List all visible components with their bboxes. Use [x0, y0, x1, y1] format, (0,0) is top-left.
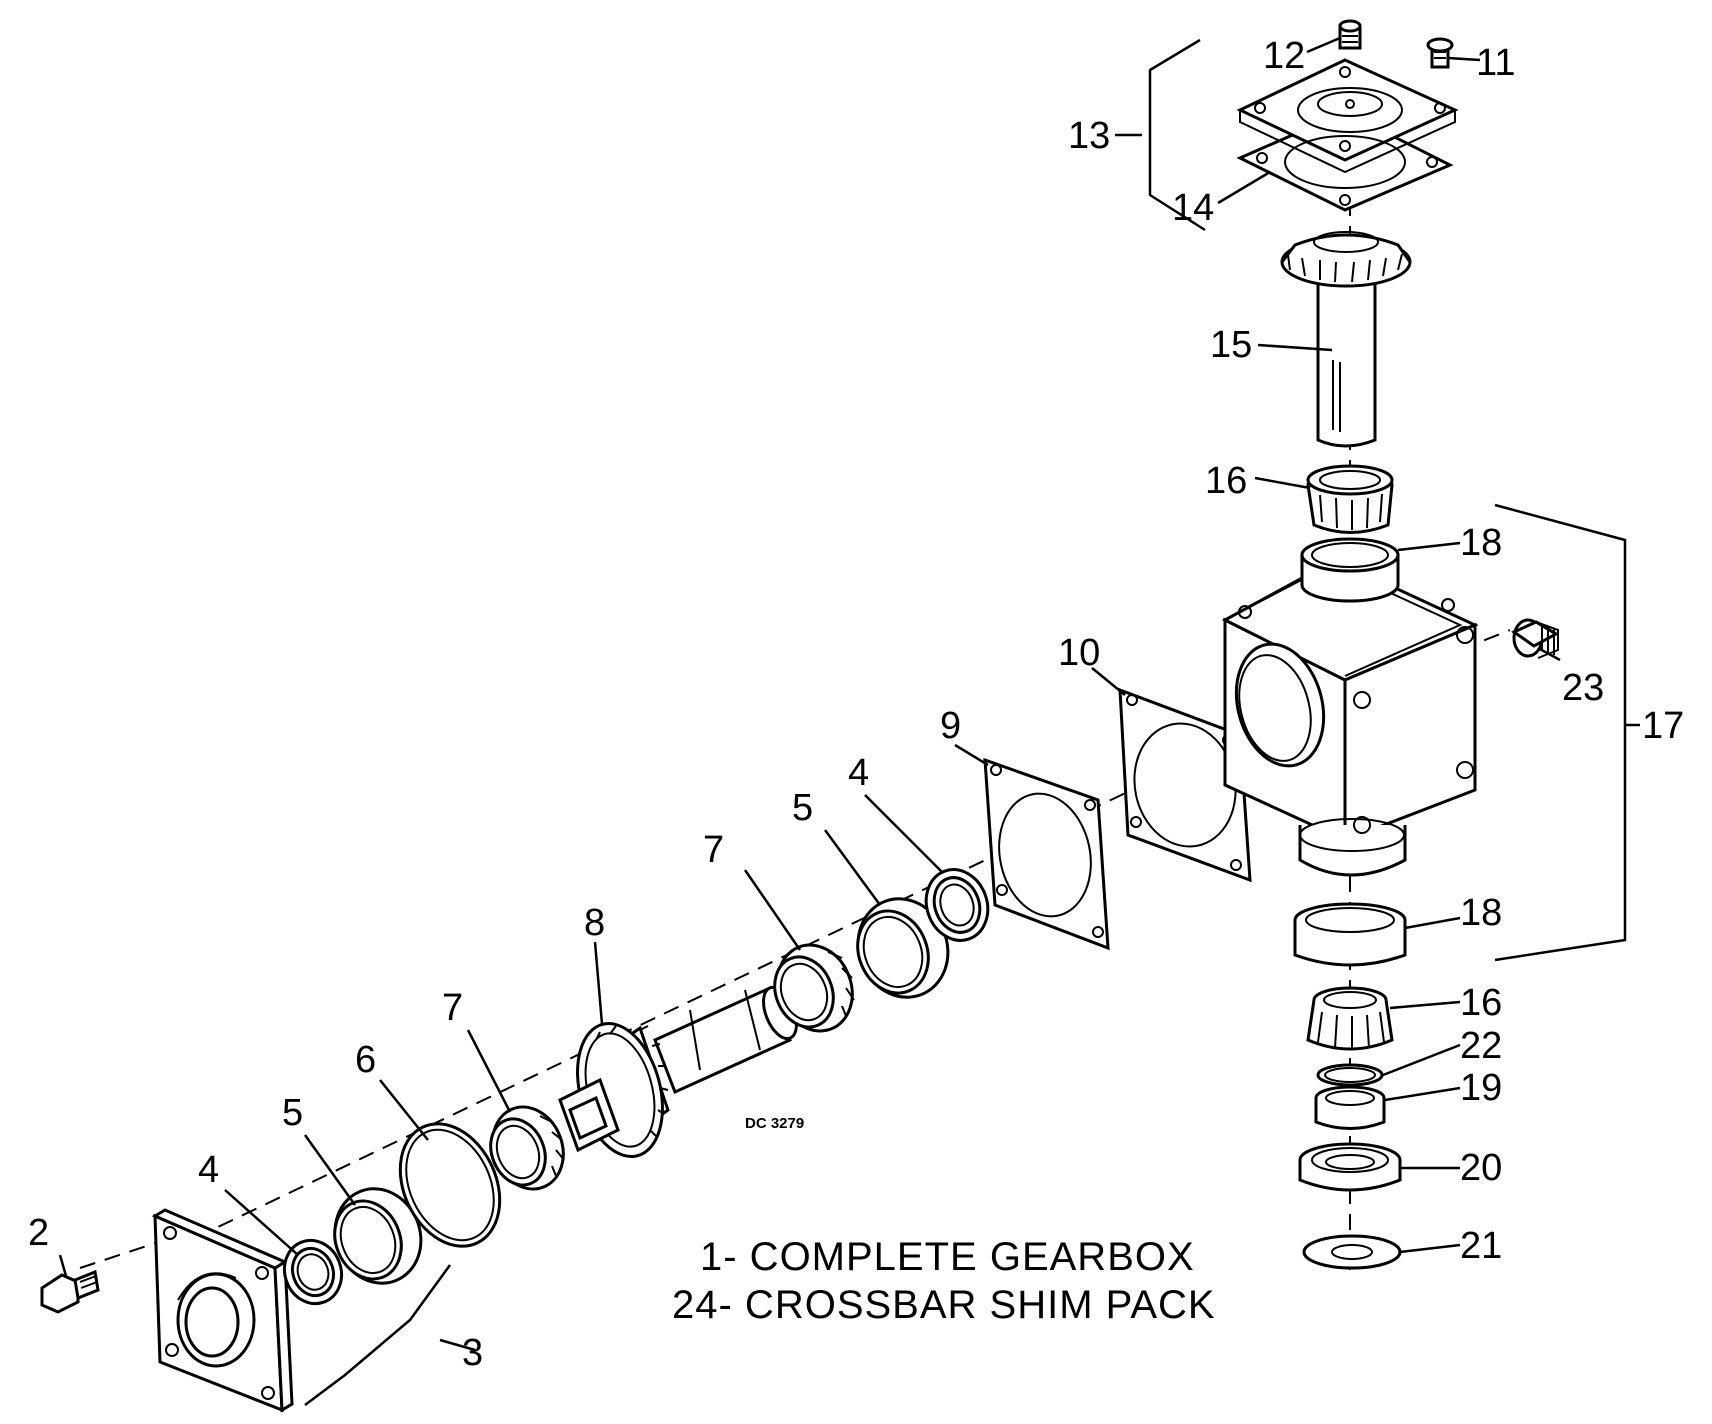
- callout-23: 23: [1562, 667, 1604, 709]
- callout-22: 22: [1460, 1025, 1502, 1067]
- plate-part-10: [1118, 687, 1252, 883]
- callout-17: 17: [1642, 705, 1684, 747]
- callout-4-left: 4: [198, 1149, 219, 1191]
- drawing-id: DC 3279: [745, 1115, 804, 1132]
- top-gasket-part-14: [1256, 135, 1438, 206]
- snap-ring-part-22: [1316, 1063, 1384, 1087]
- caption-line-2: 24- CROSSBAR SHIM PACK: [672, 1283, 1216, 1327]
- callout-5-right: 5: [792, 787, 813, 829]
- caption-line-1: 1- COMPLETE GEARBOX: [700, 1235, 1195, 1279]
- callout-labels: 2 3 4 5 6 7 8 7 5 4 9 10 11 12 13 14 15 …: [28, 35, 1684, 1374]
- bevel-gear-shaft-part-8: [558, 985, 798, 1158]
- callout-11: 11: [1476, 42, 1515, 84]
- bracket-part-17: [1494, 503, 1627, 962]
- callout-6: 6: [355, 1039, 376, 1081]
- tapered-bearing-part-7-right: [773, 943, 855, 1033]
- tapered-bearing-part-16-bottom: [1306, 986, 1394, 1051]
- seal-part-4-right: [924, 868, 990, 942]
- callout-13: 13: [1068, 115, 1110, 157]
- pinion-shaft-part-15: [1280, 231, 1412, 448]
- seal-part-4-left: [283, 1238, 343, 1306]
- leader-lines: [58, 36, 1640, 1352]
- callout-3: 3: [462, 1332, 483, 1374]
- callout-16-bottom: 16: [1460, 982, 1502, 1024]
- callout-19: 19: [1460, 1067, 1502, 1109]
- top-cover-part-13: [1236, 58, 1459, 212]
- bracket-part-3: [304, 1264, 452, 1406]
- washer-part-21: [1302, 1234, 1402, 1270]
- callout-10: 10: [1058, 632, 1100, 674]
- callout-7-left: 7: [442, 987, 463, 1029]
- gearbox-housing-part-17: [1221, 537, 1479, 877]
- callout-7-right: 7: [703, 829, 724, 871]
- tapered-bearing-part-16-top: [1306, 464, 1394, 534]
- callout-5-left: 5: [282, 1092, 303, 1134]
- callout-8: 8: [584, 902, 605, 944]
- bearing-cup-part-18-bottom: [1293, 902, 1407, 967]
- callout-4-right: 4: [848, 752, 869, 794]
- callout-2: 2: [28, 1212, 49, 1254]
- plug-part-23: [1510, 618, 1560, 659]
- callout-12: 12: [1263, 35, 1305, 77]
- bolt-part-11: [1426, 37, 1454, 69]
- gasket-part-9: [983, 757, 1110, 951]
- bearing-cover-part-3: [151, 1208, 294, 1413]
- callout-15: 15: [1210, 324, 1252, 366]
- callout-21: 21: [1460, 1225, 1502, 1267]
- horizontal-axis-centerline: [79, 699, 1321, 1269]
- bracket-part-13: [1148, 38, 1206, 232]
- callout-9: 9: [940, 705, 961, 747]
- o-ring-part-6: [398, 1122, 502, 1248]
- spacer-part-19: [1314, 1085, 1386, 1130]
- callout-18-top: 18: [1460, 522, 1502, 564]
- callout-20: 20: [1460, 1147, 1502, 1189]
- bearing-cup-part-5-right: [856, 897, 950, 999]
- oil-seal-part-20: [1298, 1142, 1402, 1192]
- bolt-part-2: [40, 1269, 100, 1314]
- callout-14: 14: [1172, 187, 1214, 229]
- callout-18-bottom: 18: [1460, 892, 1502, 934]
- fitting-part-12: [1338, 19, 1362, 50]
- tapered-bearing-part-7-left: [489, 1105, 565, 1191]
- callout-16-top: 16: [1205, 460, 1247, 502]
